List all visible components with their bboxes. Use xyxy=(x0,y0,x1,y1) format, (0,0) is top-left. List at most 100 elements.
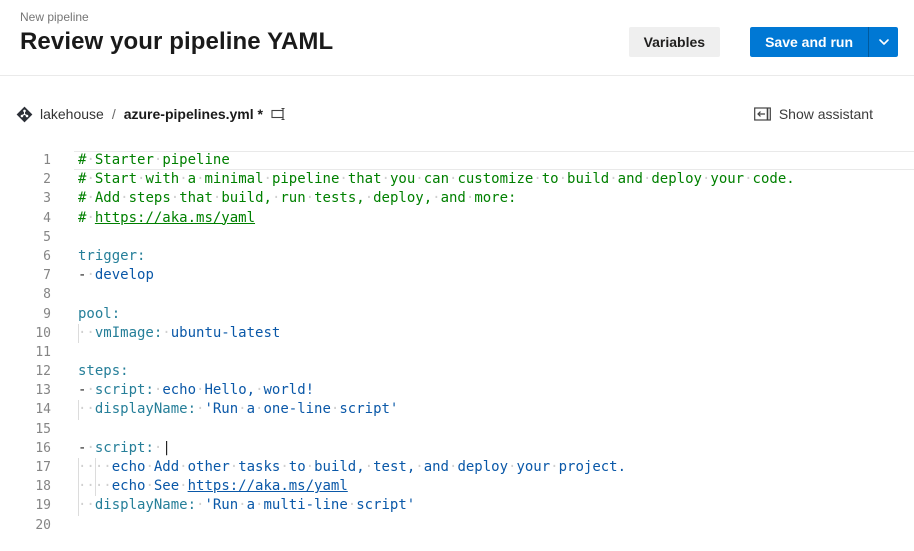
whitespace-dots: · xyxy=(86,190,95,207)
code-line-16[interactable]: 16-·script:·| xyxy=(0,439,914,458)
whitespace-dots: · xyxy=(347,497,357,514)
code-token: ···· xyxy=(78,478,112,494)
whitespace-dots: · xyxy=(120,190,129,207)
code-line-8[interactable]: 8 xyxy=(0,285,914,304)
code-line-3[interactable]: 3 #·Add·steps·that·build,·run·tests,·depl… xyxy=(0,189,914,208)
code-line-20[interactable]: 20 xyxy=(0,516,914,535)
code-line-4[interactable]: 4#·https://aka.ms/yaml xyxy=(0,209,914,228)
code-token: | xyxy=(162,439,171,456)
breadcrumb-separator: / xyxy=(111,106,116,122)
whitespace-dots: · xyxy=(153,439,163,456)
whitespace-dots: ·· xyxy=(78,401,95,418)
whitespace-dots: · xyxy=(212,190,222,207)
line-number: 4 xyxy=(43,210,51,226)
code-line-19[interactable]: 19··displayName:·'Run·a·multi-line·scrip… xyxy=(0,496,914,516)
whitespace-dots: · xyxy=(229,459,239,475)
whitespace-dots: · xyxy=(255,401,264,418)
code-token: 'Run·a·multi-line·script' xyxy=(204,497,416,514)
whitespace-dots: · xyxy=(550,459,559,475)
line-number: 14 xyxy=(35,402,51,418)
code-token: echo·Hello,·world! xyxy=(162,382,315,399)
whitespace-dots: · xyxy=(238,401,247,418)
whitespace-dots: · xyxy=(86,267,95,284)
breadcrumb: lakehouse / azure-pipelines.yml * xyxy=(16,106,287,123)
whitespace-dots: · xyxy=(609,171,618,188)
line-number: 1 xyxy=(43,153,51,168)
rename-icon[interactable] xyxy=(271,107,287,121)
line-number: 7 xyxy=(43,268,51,284)
save-and-run-split-button: Save and run xyxy=(750,27,898,57)
line-number: 10 xyxy=(35,325,51,341)
code-line-17[interactable]: 17····echo·Add·other·tasks·to·build,·tes… xyxy=(0,458,914,478)
whitespace-dots: · xyxy=(255,497,264,514)
page-header: New pipeline Review your pipeline YAML V… xyxy=(0,0,914,76)
code-line-13[interactable]: 13-·script:·echo·Hello,·world! xyxy=(0,381,914,400)
code-line-1[interactable]: 1 #·Starter·pipeline xyxy=(0,151,914,170)
code-line-2[interactable]: 2#·Start·with·a·minimal·pipeline·that·yo… xyxy=(0,170,914,189)
show-assistant-label: Show assistant xyxy=(778,106,873,122)
code-token: echo·Add·other·tasks·to·build,·test,·and… xyxy=(111,459,627,475)
code-line-10[interactable]: 10··vmImage:·ubuntu-latest xyxy=(0,323,914,343)
code-token: echo·See· xyxy=(111,478,188,495)
whitespace-dots: · xyxy=(364,459,374,475)
whitespace-dots: · xyxy=(533,171,542,188)
whitespace-dots: · xyxy=(330,401,340,418)
code-line-7[interactable]: 7-·develop xyxy=(0,266,914,285)
whitespace-dots: · xyxy=(381,171,390,188)
whitespace-dots: · xyxy=(415,171,424,188)
code-token: ubuntu-latest xyxy=(170,324,281,341)
code-link[interactable]: https://aka.ms/yaml xyxy=(187,478,348,495)
breadcrumb-filename: azure-pipelines.yml * xyxy=(123,106,263,122)
whitespace-dots: · xyxy=(263,171,272,188)
whitespace-dots: · xyxy=(86,382,95,399)
whitespace-dots: · xyxy=(449,459,458,475)
save-and-run-button[interactable]: Save and run xyxy=(750,27,868,57)
whitespace-dots: · xyxy=(701,171,711,188)
line-number: 11 xyxy=(35,344,51,360)
whitespace-dots: · xyxy=(364,190,374,207)
line-number: 8 xyxy=(43,287,51,303)
save-and-run-menu-button[interactable] xyxy=(868,27,898,57)
code-token: #·Add·steps·that·build,·run·tests,·deplo… xyxy=(78,190,517,207)
variables-button[interactable]: Variables xyxy=(628,27,721,57)
yaml-editor[interactable]: 1 #·Starter·pipeline 2#·Start·with·a·minim… xyxy=(0,151,914,535)
code-token: · xyxy=(196,497,204,513)
line-number: 9 xyxy=(43,306,51,322)
code-token: script: xyxy=(94,439,154,456)
whitespace-dots: · xyxy=(339,171,348,188)
code-line-11[interactable]: 11 xyxy=(0,343,914,362)
whitespace-dots: · xyxy=(179,478,188,495)
code-token: develop xyxy=(94,267,154,284)
whitespace-dots: · xyxy=(162,324,171,341)
whitespace-dots: · xyxy=(196,497,205,514)
line-number: 5 xyxy=(43,229,51,245)
whitespace-dots: ···· xyxy=(78,459,112,475)
line-number: 18 xyxy=(35,479,51,495)
code-token: script: xyxy=(94,382,154,399)
code-token: displayName: xyxy=(94,497,197,514)
breadcrumb-repo[interactable]: lakehouse xyxy=(40,106,104,122)
code-line-5[interactable]: 5 xyxy=(0,228,914,247)
whitespace-dots: · xyxy=(415,459,424,475)
whitespace-dots: · xyxy=(271,190,281,207)
whitespace-dots: · xyxy=(558,171,568,188)
show-assistant-button[interactable]: Show assistant xyxy=(753,106,873,122)
whitespace-dots: · xyxy=(86,439,95,456)
whitespace-dots: · xyxy=(305,459,315,475)
code-line-15[interactable]: 15 xyxy=(0,420,914,439)
line-number: 3 xyxy=(43,191,51,207)
code-link[interactable]: https://aka.ms/yaml xyxy=(94,209,256,226)
code-token: ···· xyxy=(78,459,112,475)
whitespace-dots: · xyxy=(305,190,315,207)
code-line-18[interactable]: 18 ····echo·See·https://aka.ms/yaml xyxy=(0,477,914,497)
whitespace-dots: ···· xyxy=(78,478,112,495)
line-number: 20 xyxy=(35,517,51,533)
whitespace-dots: · xyxy=(145,459,154,475)
code-token: #·Start·with·a·minimal·pipeline·that·you… xyxy=(78,171,795,188)
whitespace-dots: · xyxy=(170,190,180,207)
code-token: #·Starter·pipeline xyxy=(78,152,230,168)
code-line-14[interactable]: 14··displayName:·'Run·a·one-line·script' xyxy=(0,400,914,420)
